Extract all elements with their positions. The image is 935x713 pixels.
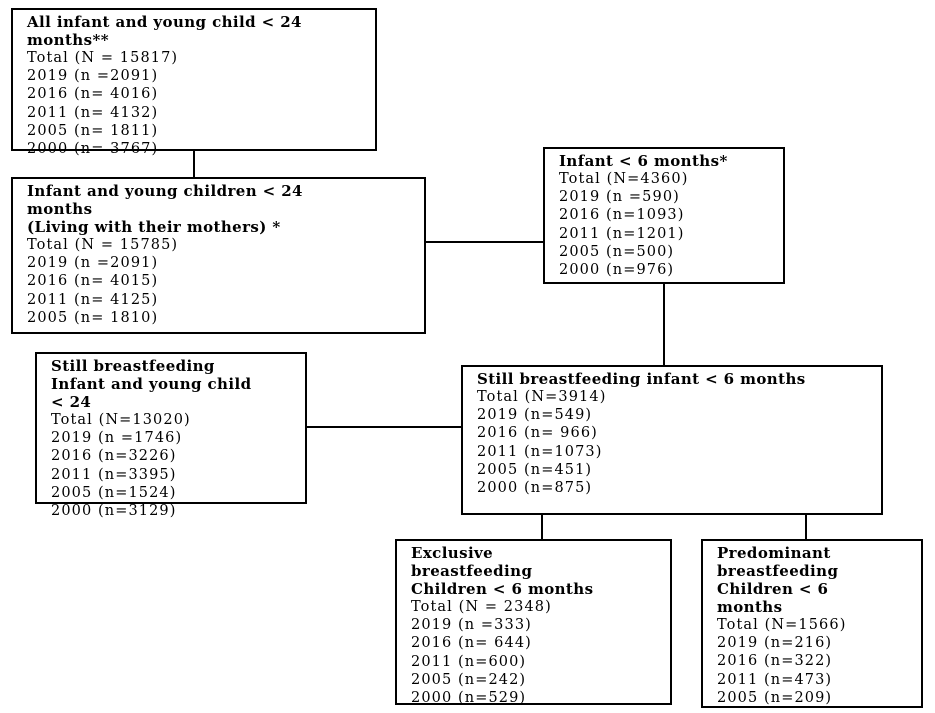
box-title: Infant < 6 months* bbox=[559, 152, 728, 170]
count-year: 2005 (n= 1810) bbox=[27, 309, 159, 326]
box-predominant-breastfeeding: Predominant breastfeeding Children < 6 m… bbox=[701, 539, 923, 708]
count-year: 2019 (n=216) bbox=[717, 635, 833, 652]
count-year: 2005 (n=500) bbox=[559, 243, 675, 260]
count-year: 2016 (n= 4015) bbox=[27, 273, 159, 290]
count-year: 2016 (n= 644) bbox=[411, 635, 532, 652]
count-year: 2016 (n= 4016) bbox=[27, 86, 159, 103]
count-year: 2000 (n=3129) bbox=[51, 503, 177, 520]
count-year: 2016 (n=1093) bbox=[559, 207, 685, 224]
count-year: 2005 (n=1524) bbox=[51, 484, 177, 501]
count-year: 2005 (n=451) bbox=[477, 461, 593, 478]
count-year: 2019 (n =590) bbox=[559, 189, 680, 206]
count-year: 2016 (n=322) bbox=[717, 653, 833, 670]
count-year: 2011 (n=473) bbox=[717, 671, 833, 688]
count-year: 2005 (n= 1811) bbox=[27, 122, 159, 139]
count-year: 2019 (n =1746) bbox=[51, 430, 183, 447]
count-year: 2011 (n= 4132) bbox=[27, 104, 159, 121]
box-infant-under-6-months: Infant < 6 months*Total (N=4360) 2019 (n … bbox=[543, 147, 785, 284]
count-year: 2019 (n =2091) bbox=[27, 68, 159, 85]
box-title: Still breastfeeding infant < 6 months bbox=[477, 370, 806, 388]
box-title: Infant and young children < 24 months (L… bbox=[27, 182, 303, 236]
count-year: 2000 (n=529) bbox=[411, 690, 527, 707]
count-year: 2016 (n=3226) bbox=[51, 448, 177, 465]
count-year: 2000 (n=875) bbox=[477, 480, 593, 497]
box-still-breastfeeding-under-24: Still breastfeeding Infant and young chi… bbox=[35, 352, 307, 519]
count-year: 2005 (n=242) bbox=[411, 671, 527, 688]
count-year: 2019 (n=549) bbox=[477, 407, 593, 424]
count-total: Total (N = 2348) bbox=[411, 599, 552, 615]
count-year: 2019 (n =333) bbox=[411, 617, 532, 634]
count-year: 2011 (n=1201) bbox=[559, 225, 685, 242]
count-total: Total (N=3914) bbox=[477, 389, 607, 405]
box-title: Exclusive breastfeeding Children < 6 mon… bbox=[411, 544, 594, 598]
box-title: Still breastfeeding Infant and young chi… bbox=[51, 357, 252, 411]
count-year: 2005 (n=209) bbox=[717, 689, 833, 706]
count-year: 2000 (n=976) bbox=[559, 262, 675, 279]
count-year: 2011 (n= 4125) bbox=[27, 291, 159, 308]
count-year: 2011 (n=1073) bbox=[477, 443, 603, 460]
box-title: All infant and young child < 24 months** bbox=[27, 13, 302, 49]
count-year: 2016 (n= 966) bbox=[477, 425, 598, 442]
count-year: 2011 (n=3395) bbox=[51, 466, 177, 483]
box-all-infant-under-24-months: All infant and young child < 24 months**… bbox=[11, 8, 377, 157]
count-total: Total (N=13020) bbox=[51, 412, 191, 428]
count-year: 2000 (n= 3767) bbox=[27, 141, 159, 158]
count-total: Total (N = 15817) bbox=[27, 50, 179, 66]
count-year: 2019 (n =2091) bbox=[27, 255, 159, 272]
count-total: Total (N=1566) bbox=[717, 617, 847, 633]
box-exclusive-breastfeeding: Exclusive breastfeeding Children < 6 mon… bbox=[395, 539, 672, 707]
box-title: Predominant breastfeeding Children < 6 m… bbox=[717, 544, 839, 616]
count-total: Total (N = 15785) bbox=[27, 237, 179, 253]
count-total: Total (N=4360) bbox=[559, 171, 689, 187]
box-infant-young-children-living-with-mothers: Infant and young children < 24 months (L… bbox=[11, 177, 426, 334]
count-year: 2011 (n=600) bbox=[411, 653, 527, 670]
